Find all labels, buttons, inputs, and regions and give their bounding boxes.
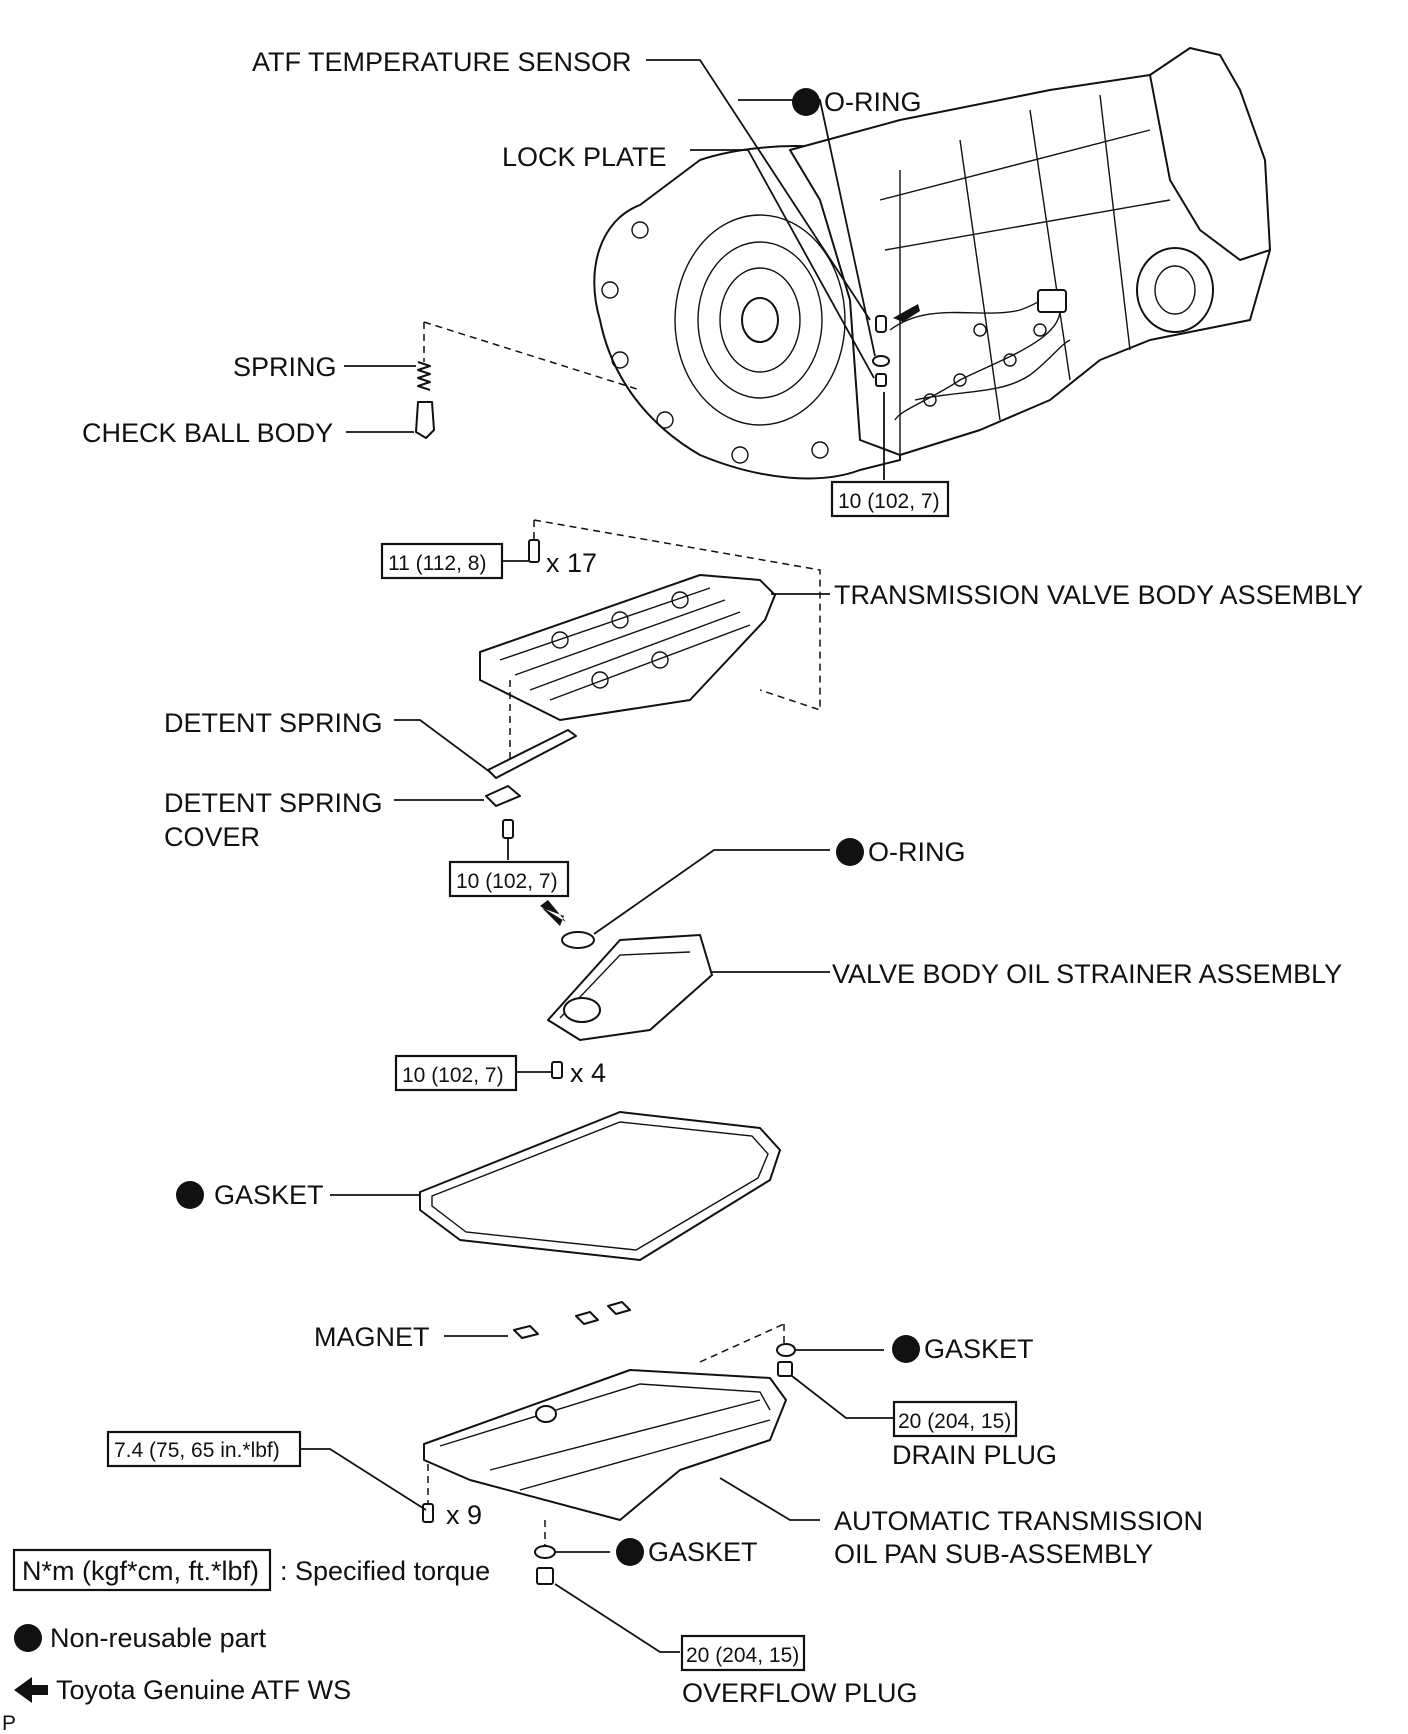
label-lock-plate: LOCK PLATE bbox=[502, 142, 667, 172]
torque-sensor-bolt: 10 (102, 7) bbox=[838, 490, 940, 513]
label-oil-pan-1: AUTOMATIC TRANSMISSION bbox=[834, 1506, 1203, 1536]
non-reusable-dot-icon bbox=[176, 1181, 204, 1209]
legend-atf: Toyota Genuine ATF WS bbox=[56, 1675, 351, 1705]
detent-spring-illustration bbox=[394, 719, 577, 860]
legend-non-reusable: Non-reusable part bbox=[50, 1623, 267, 1653]
label-gasket-overflow: GASKET bbox=[648, 1537, 758, 1567]
qty-valve-body-bolts: x 17 bbox=[546, 548, 597, 578]
atf-arrow-icon bbox=[540, 900, 566, 926]
legend-torque-box bbox=[12, 1548, 272, 1592]
atf-sensor-parts bbox=[872, 304, 920, 387]
transmission-case-illustration bbox=[593, 47, 1271, 480]
non-reusable-dot-icon bbox=[792, 88, 820, 116]
oil-pan-illustration bbox=[300, 1323, 894, 1653]
atf-arrow-icon bbox=[893, 304, 920, 322]
torque-box-sensor bbox=[830, 480, 950, 518]
corner-mark: P bbox=[2, 1712, 16, 1734]
magnets-illustration bbox=[444, 1301, 631, 1339]
valve-body-illustration bbox=[479, 519, 830, 770]
label-strainer: VALVE BODY OIL STRAINER ASSEMBLY bbox=[832, 959, 1342, 989]
qty-pan-bolts: x 9 bbox=[446, 1500, 482, 1530]
torque-box-pan bbox=[106, 1430, 302, 1468]
pan-gasket-illustration bbox=[330, 1111, 781, 1261]
torque-box-detent bbox=[448, 860, 570, 898]
non-reusable-dot-icon bbox=[892, 1335, 920, 1363]
label-o-ring-top: O-RING bbox=[824, 87, 922, 117]
label-valve-body: TRANSMISSION VALVE BODY ASSEMBLY bbox=[834, 580, 1363, 610]
label-spring: SPRING bbox=[233, 352, 337, 382]
torque-box-drain bbox=[892, 1400, 1018, 1438]
label-o-ring-mid: O-RING bbox=[868, 837, 966, 867]
torque-valve-body-bolts: 11 (112, 8) bbox=[388, 552, 486, 575]
label-check-ball-body: CHECK BALL BODY bbox=[82, 418, 333, 448]
top-leader-lines bbox=[646, 59, 885, 480]
atf-arrow-icon bbox=[14, 1677, 48, 1703]
legend-torque-unit: N*m (kgf*cm, ft.*lbf) bbox=[22, 1556, 259, 1586]
label-drain-plug: DRAIN PLUG bbox=[892, 1440, 1057, 1470]
torque-box-strainer bbox=[394, 1054, 518, 1092]
torque-detent-bolt: 10 (102, 7) bbox=[456, 870, 558, 893]
non-reusable-dot-icon bbox=[14, 1624, 42, 1652]
torque-box-valve-body bbox=[380, 542, 504, 580]
non-reusable-dot-icon bbox=[616, 1538, 644, 1566]
label-detent-cover-2: COVER bbox=[164, 822, 260, 852]
torque-drain-plug: 20 (204, 15) bbox=[898, 1410, 1011, 1433]
label-oil-pan-2: OIL PAN SUB-ASSEMBLY bbox=[834, 1539, 1153, 1569]
label-gasket-pan: GASKET bbox=[214, 1180, 324, 1210]
label-magnet: MAGNET bbox=[314, 1322, 430, 1352]
legend: N*m (kgf*cm, ft.*lbf) : Specified torque… bbox=[12, 1548, 490, 1705]
torque-strainer-bolts: 10 (102, 7) bbox=[402, 1064, 504, 1087]
qty-strainer-bolts: x 4 bbox=[570, 1058, 606, 1088]
label-detent-cover-1: DETENT SPRING bbox=[164, 788, 383, 818]
legend-torque-desc: : Specified torque bbox=[280, 1556, 490, 1586]
label-overflow-plug: OVERFLOW PLUG bbox=[682, 1678, 918, 1708]
torque-box-overflow bbox=[680, 1634, 806, 1672]
label-atf-temperature-sensor: ATF TEMPERATURE SENSOR bbox=[252, 47, 632, 77]
non-reusable-dot-icon bbox=[836, 838, 864, 866]
spring-check-ball bbox=[344, 321, 641, 439]
torque-pan-bolts: 7.4 (75, 65 in.*lbf) bbox=[114, 1439, 280, 1462]
label-gasket-drain: GASKET bbox=[924, 1334, 1034, 1364]
strainer-illustration bbox=[516, 849, 830, 1079]
torque-overflow-plug: 20 (204, 15) bbox=[686, 1644, 799, 1667]
label-detent-spring: DETENT SPRING bbox=[164, 708, 383, 738]
